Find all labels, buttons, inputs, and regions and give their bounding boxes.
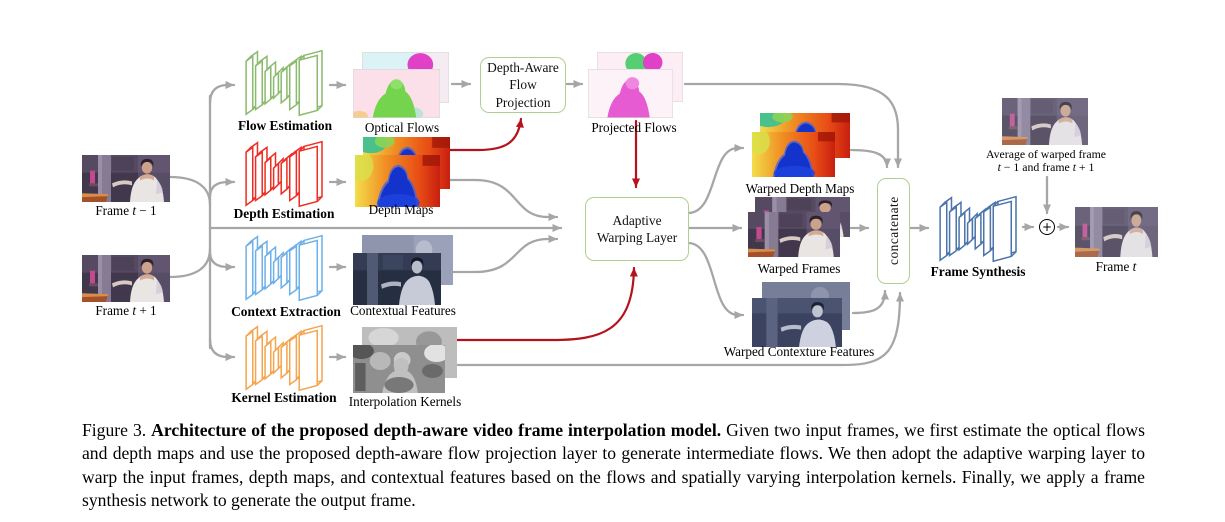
depth-estimation-label: Depth Estimation <box>233 206 335 221</box>
elementwise-add-icon: + <box>1039 219 1055 235</box>
projected-flows-label: Projected Flows <box>591 120 677 135</box>
frame-synthesis-label: Frame Synthesis <box>930 264 1026 279</box>
flow-projection-line1: Depth-Aware <box>487 59 559 75</box>
projected-flows-image-front <box>588 69 673 118</box>
optical-flows-label: Optical Flows <box>364 120 440 135</box>
frame-t-minus-1-image <box>82 155 170 202</box>
average-label-line1: Average of warped frame <box>986 147 1106 161</box>
frame-synthesis-network-icon <box>936 191 1022 265</box>
warping-line2: Warping Layer <box>596 230 678 245</box>
context-extraction-label: Context Extraction <box>231 304 341 319</box>
warped-frames-image-front <box>748 212 840 257</box>
depth-estimation-network-icon <box>243 136 327 210</box>
frame-t-image <box>1075 207 1158 257</box>
contextual-features-label: Contextual Features <box>350 303 456 318</box>
kernel-estimation-network-icon <box>243 320 327 394</box>
interpolation-kernels-label: Interpolation Kernels <box>348 394 462 409</box>
adaptive-warping-layer-box: Adaptive Warping Layer <box>585 197 689 261</box>
interpolation-kernels-image-front <box>353 345 445 393</box>
frame-t-label: Frame t <box>1095 259 1137 274</box>
flow-estimation-network-icon <box>243 45 327 119</box>
frame-t-plus-1-image <box>82 255 170 302</box>
optical-flows-image-front <box>353 69 440 118</box>
average-label-line2: t − 1 and frame t + 1 <box>997 160 1095 174</box>
flow-projection-line3: Projection <box>495 94 551 110</box>
warped-contexture-features-image-front <box>752 298 842 347</box>
kernel-estimation-label: Kernel Estimation <box>231 390 337 405</box>
depth-maps-image-front <box>355 155 440 207</box>
contextual-features-image-front <box>353 253 441 305</box>
context-extraction-network-icon <box>243 230 327 304</box>
depth-maps-label: Depth Maps <box>368 202 434 217</box>
warped-contexture-features-label: Warped Contexture Features <box>723 344 875 359</box>
flow-estimation-label: Flow Estimation <box>237 118 333 133</box>
architecture-diagram: Frame t − 1 Frame t + 1 Flow Estimation … <box>82 45 1158 409</box>
warping-line1: Adaptive <box>612 212 662 228</box>
frame-t-plus-1-label: Frame t + 1 <box>95 303 157 318</box>
depth-aware-flow-projection-box: Depth-Aware Flow Projection <box>480 57 566 113</box>
average-warped-frames-image <box>1002 98 1088 145</box>
flow-projection-line2: Flow <box>509 77 537 93</box>
frame-t-minus-1-label: Frame t − 1 <box>95 203 157 218</box>
concatenate-box: concatenate <box>877 178 910 284</box>
warped-frames-label: Warped Frames <box>757 261 841 276</box>
warped-depth-maps-label: Warped Depth Maps <box>745 181 855 196</box>
figure-caption: Figure 3. Architecture of the proposed d… <box>82 420 1145 511</box>
warped-depth-maps-image-front <box>752 132 835 177</box>
